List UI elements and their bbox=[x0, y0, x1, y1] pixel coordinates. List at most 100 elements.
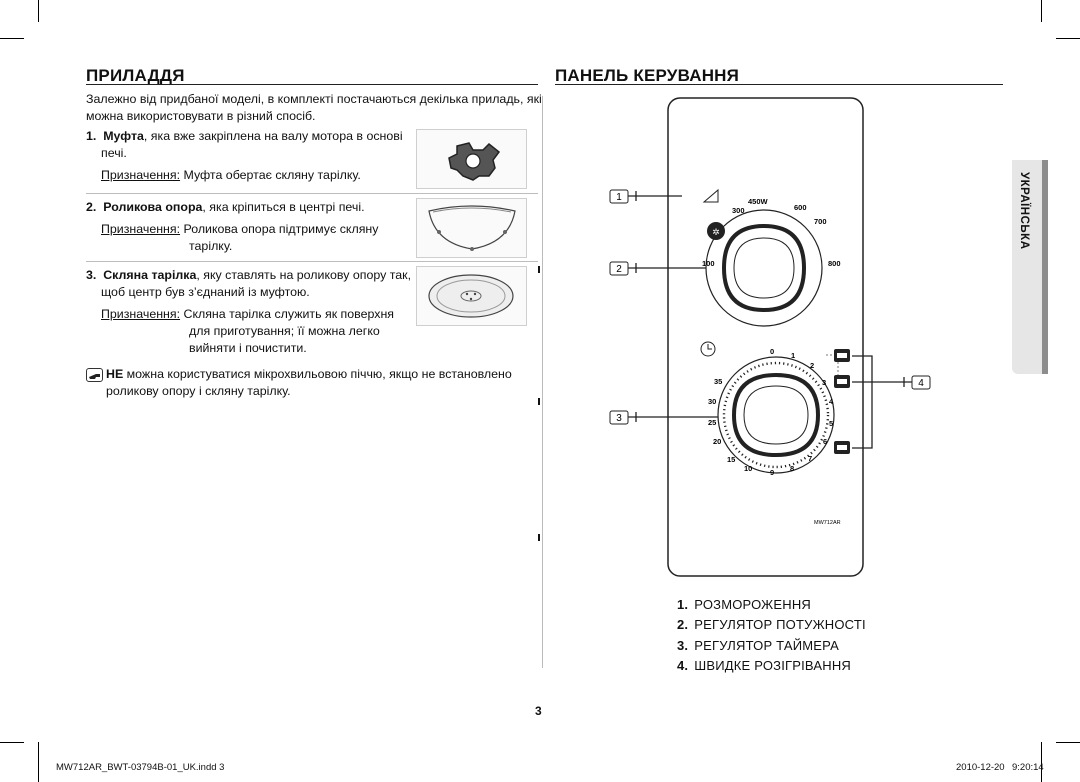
svg-text:7: 7 bbox=[808, 454, 812, 463]
item-3-number: 3. bbox=[86, 268, 97, 282]
svg-text:800: 800 bbox=[828, 259, 841, 268]
svg-text:2: 2 bbox=[616, 264, 622, 275]
svg-text:30: 30 bbox=[708, 397, 716, 406]
legend-item-4: 4.ШВИДКЕ РОЗІГРІВАННЯ bbox=[677, 658, 851, 673]
language-tab-label: УКРАЇНСЬКА bbox=[1018, 172, 1030, 250]
control-panel-title: ПАНЕЛЬ КЕРУВАННЯ bbox=[555, 66, 740, 85]
item-3-purpose: Призначення: Скляна тарілка служить як п… bbox=[101, 307, 394, 321]
svg-text:8: 8 bbox=[790, 464, 794, 473]
svg-text:✲: ✲ bbox=[712, 227, 720, 237]
clock-icon bbox=[700, 341, 716, 357]
crop-mark bbox=[0, 742, 24, 743]
coupler-image bbox=[416, 129, 527, 189]
defrost-symbol-icon bbox=[702, 188, 719, 203]
timer-dial[interactable] bbox=[717, 356, 835, 474]
svg-text:2: 2 bbox=[810, 361, 814, 370]
item-3-purpose-3: вийняти і почистити. bbox=[189, 341, 307, 355]
title-underline bbox=[555, 84, 1003, 85]
item-3-name: Скляна тарілка bbox=[103, 268, 197, 282]
item-2-line-1: 2. Роликова опора, яка кріпиться в центр… bbox=[86, 199, 365, 216]
item-1-line-2: печі. bbox=[101, 146, 127, 160]
item-1-line-1: 1. Муфта, яка вже закріплена на валу мот… bbox=[86, 128, 403, 145]
item-2-text: , яка кріпиться в центрі печі. bbox=[202, 200, 365, 214]
svg-text:6: 6 bbox=[823, 437, 827, 446]
item-3-purpose-2: для приготування; її можна легко bbox=[189, 324, 380, 338]
svg-text:25: 25 bbox=[708, 418, 716, 427]
item-1-name: Муфта bbox=[103, 129, 144, 143]
svg-text:1: 1 bbox=[616, 192, 622, 203]
quick-heat-icon bbox=[834, 349, 850, 362]
glass-tray-image bbox=[416, 266, 527, 326]
footer-filename: MW712AR_BWT-03794B-01_UK.indd 3 bbox=[56, 762, 225, 773]
svg-text:15: 15 bbox=[727, 455, 735, 464]
note-line-2: роликову опору і скляну тарілку. bbox=[106, 384, 291, 398]
svg-text:1: 1 bbox=[791, 351, 795, 360]
purpose-label: Призначення: bbox=[101, 307, 181, 321]
item-2-purpose-2: тарілку. bbox=[189, 239, 233, 253]
note-line-1: НЕ можна користуватися мікрохвильовою пі… bbox=[106, 367, 512, 381]
crop-mark bbox=[1041, 742, 1042, 782]
item-2-name: Роликова опора bbox=[103, 200, 203, 214]
control-panel-diagram: 1 2 3 4 450W 300 600 700 100 800 ✲ bbox=[609, 97, 931, 577]
item-1-number: 1. bbox=[86, 129, 97, 143]
svg-text:3: 3 bbox=[616, 413, 622, 424]
registration-mark bbox=[538, 398, 540, 405]
column-divider bbox=[542, 96, 543, 668]
svg-text:10: 10 bbox=[744, 464, 752, 473]
item-1-purpose: Призначення: Муфта обертає скляну тарілк… bbox=[101, 168, 361, 182]
svg-text:450W: 450W bbox=[748, 197, 769, 206]
page-number: 3 bbox=[535, 704, 542, 718]
svg-text:35: 35 bbox=[714, 377, 722, 386]
registration-mark bbox=[538, 266, 540, 273]
svg-text:100: 100 bbox=[702, 259, 715, 268]
item-3-text: , яку ставлять на роликову опору так, bbox=[196, 268, 412, 282]
item-3-line-1: 3. Скляна тарілка, яку ставлять на ролик… bbox=[86, 267, 411, 284]
footer-time: 9:20:14 bbox=[1012, 762, 1044, 773]
svg-text:600: 600 bbox=[794, 203, 807, 212]
accessories-title: ПРИЛАДДЯ bbox=[86, 66, 185, 85]
svg-text:9: 9 bbox=[770, 468, 774, 477]
power-dial[interactable] bbox=[705, 209, 823, 327]
crop-mark bbox=[1056, 742, 1080, 743]
item-separator bbox=[86, 193, 538, 194]
crop-mark bbox=[1056, 38, 1080, 39]
svg-text:3: 3 bbox=[822, 378, 826, 387]
svg-text:5: 5 bbox=[829, 419, 833, 428]
callout-4: 4 bbox=[911, 375, 931, 390]
intro-line-2: можна використовувати в різний спосіб. bbox=[86, 109, 316, 123]
purpose-label: Призначення: bbox=[101, 222, 181, 236]
item-separator bbox=[86, 261, 538, 262]
crop-mark bbox=[38, 0, 39, 22]
legend-item-2: 2.РЕГУЛЯТОР ПОТУЖНОСТІ bbox=[677, 617, 866, 632]
roller-ring-image bbox=[416, 198, 527, 258]
language-tab: УКРАЇНСЬКА bbox=[1012, 160, 1048, 374]
model-label: MW712AR bbox=[814, 520, 841, 526]
item-1-text: , яка вже закріплена на валу мотора в ос… bbox=[143, 129, 403, 143]
svg-text:700: 700 bbox=[814, 217, 827, 226]
crop-mark bbox=[0, 38, 24, 39]
callout-3: 3 bbox=[609, 410, 629, 425]
item-3-line-2: щоб центр був з’єднаний із муфтою. bbox=[101, 285, 310, 299]
pointing-hand-icon bbox=[86, 368, 103, 382]
crop-mark bbox=[1041, 0, 1042, 22]
svg-text:4: 4 bbox=[829, 397, 834, 406]
defrost-sign-icon: ✲ bbox=[707, 222, 725, 240]
svg-text:0: 0 bbox=[770, 347, 774, 356]
callout-2: 2 bbox=[609, 261, 629, 276]
svg-text:4: 4 bbox=[918, 378, 924, 389]
legend-item-1: 1.РОЗМОРОЖЕННЯ bbox=[677, 597, 811, 612]
quick-heat-icon bbox=[834, 441, 850, 454]
title-underline bbox=[86, 84, 538, 85]
svg-text:20: 20 bbox=[713, 437, 721, 446]
item-2-purpose: Призначення: Роликова опора підтримує ск… bbox=[101, 222, 379, 236]
registration-mark bbox=[538, 534, 540, 541]
purpose-label: Призначення: bbox=[101, 168, 181, 182]
note-bold: НЕ bbox=[106, 367, 124, 381]
callout-1: 1 bbox=[609, 189, 629, 204]
footer-date: 2010-12-20 bbox=[956, 762, 1005, 773]
svg-text:300: 300 bbox=[732, 206, 745, 215]
intro-line-1: Залежно від придбаної моделі, в комплект… bbox=[86, 92, 542, 106]
crop-mark bbox=[38, 742, 39, 782]
quick-heat-icon bbox=[834, 375, 850, 388]
item-2-number: 2. bbox=[86, 200, 97, 214]
